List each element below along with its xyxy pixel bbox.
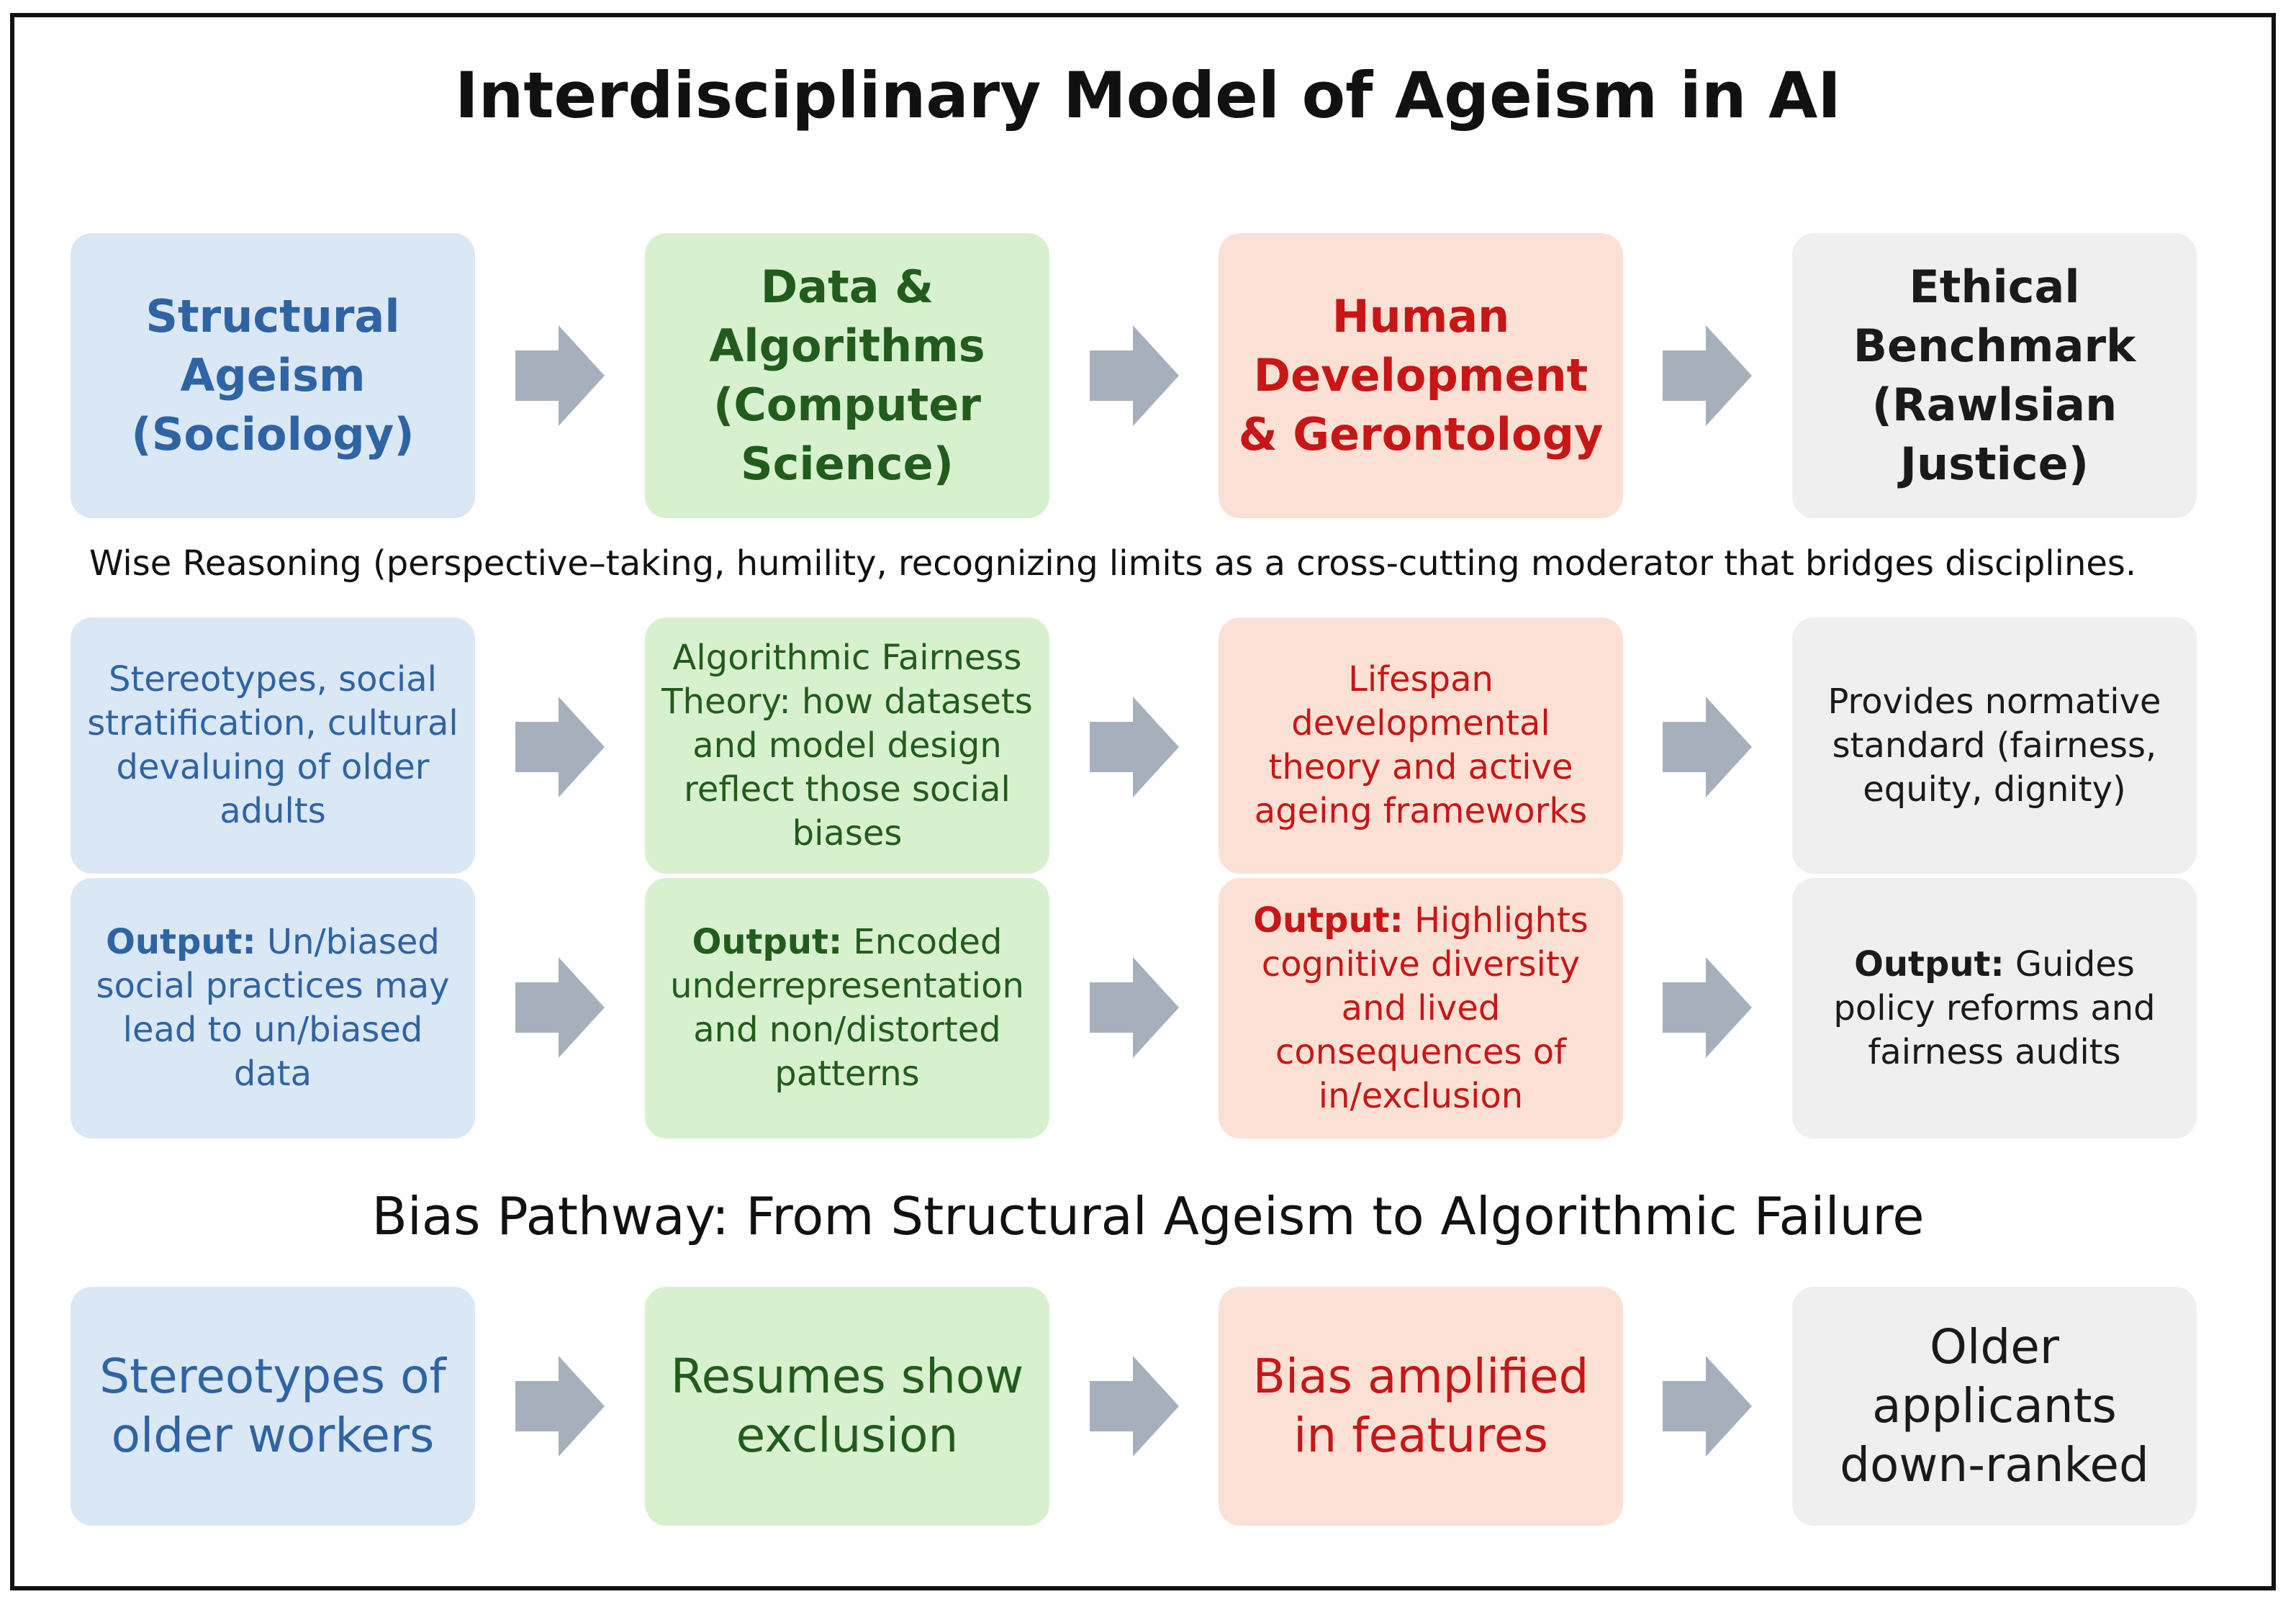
output-text: Encoded underrepresentation and non/dist…	[670, 922, 1024, 1094]
output-label: Output:	[1854, 943, 2005, 984]
right-arrow-icon	[1663, 325, 1752, 426]
output-label: Output:	[692, 922, 843, 962]
right-arrow-icon	[515, 1356, 605, 1457]
header-ethical-benchmark: Ethical Benchmark (Rawlsian Justice)	[1792, 233, 2197, 518]
output-ethics: Output: Guides policy reforms and fairne…	[1792, 878, 2197, 1139]
right-arrow-icon	[1090, 1356, 1179, 1457]
output-computer-science: Output: Encoded underrepresentation and …	[645, 878, 1049, 1139]
right-arrow-icon	[1090, 325, 1179, 426]
output-text: Guides policy reforms and fairness audit…	[1833, 943, 2156, 1072]
diagram-title: Interdisciplinary Model of Ageism in AI	[455, 58, 1841, 132]
description-gerontology: Lifespan developmental theory and active…	[1219, 617, 1623, 874]
output-gerontology: Output: Highlights cognitive diversity a…	[1219, 878, 1623, 1139]
header-structural-ageism: Structural Ageism (Sociology)	[71, 233, 475, 518]
description-sociology: Stereotypes, social stratification, cult…	[71, 617, 475, 874]
output-text: Highlights cognitive diversity and lived…	[1261, 900, 1588, 1116]
description-computer-science: Algorithmic Fairness Theory: how dataset…	[645, 617, 1049, 874]
pathway-step-stereotypes: Stereotypes of older workers	[71, 1287, 475, 1526]
right-arrow-icon	[515, 697, 605, 797]
output-text: Un/biased social practices may lead to u…	[96, 922, 450, 1094]
pathway-title: Bias Pathway: From Structural Ageism to …	[371, 1186, 1925, 1246]
pathway-step-down-ranked: Older applicants down-ranked	[1792, 1287, 2197, 1526]
right-arrow-icon	[515, 325, 605, 426]
pathway-step-bias-amplified: Bias amplified in features	[1219, 1287, 1623, 1526]
header-human-development: Human Development & Gerontology	[1219, 233, 1623, 518]
pathway-step-resumes: Resumes show exclusion	[645, 1287, 1049, 1526]
right-arrow-icon	[1663, 1356, 1752, 1457]
description-ethics: Provides normative standard (fairness, e…	[1792, 617, 2197, 874]
right-arrow-icon	[1663, 697, 1752, 797]
output-sociology: Output: Un/biased social practices may l…	[71, 878, 475, 1139]
header-data-algorithms: Data & Algorithms (Computer Science)	[645, 233, 1049, 518]
diagram-frame	[10, 13, 2276, 1590]
output-label: Output:	[106, 922, 256, 962]
right-arrow-icon	[1090, 957, 1179, 1058]
right-arrow-icon	[1663, 957, 1752, 1058]
right-arrow-icon	[1090, 697, 1179, 797]
moderator-text: Wise Reasoning (perspective–taking, humi…	[89, 543, 2137, 584]
output-label: Output:	[1253, 900, 1404, 941]
right-arrow-icon	[515, 957, 605, 1058]
